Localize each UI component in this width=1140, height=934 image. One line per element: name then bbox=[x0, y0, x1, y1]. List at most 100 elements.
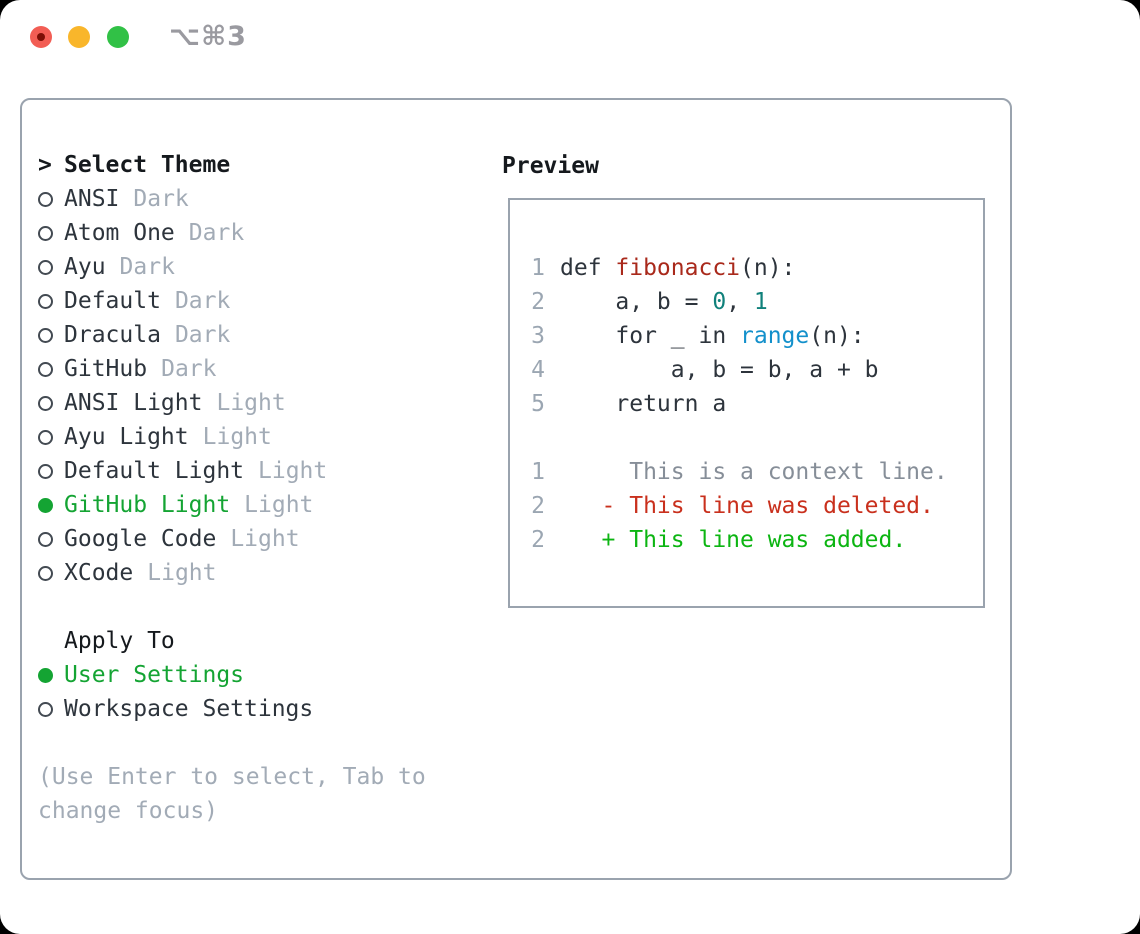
theme-variant: Dark bbox=[119, 254, 175, 280]
line-number: 2 bbox=[531, 289, 545, 315]
radio-icon bbox=[38, 327, 53, 343]
code-token: (n): bbox=[740, 255, 796, 281]
code-text: def fibonacci(n): bbox=[560, 255, 795, 281]
theme-name: Ayu bbox=[64, 254, 106, 280]
code-text: for _ in range(n): bbox=[560, 323, 865, 349]
code-token: a, b = bbox=[560, 289, 713, 315]
theme-variant: Dark bbox=[161, 356, 217, 382]
line-number: 3 bbox=[531, 323, 545, 349]
apply-option-label: User Settings bbox=[64, 662, 245, 688]
theme-name: XCode bbox=[64, 560, 134, 586]
theme-name: Google Code bbox=[64, 526, 217, 552]
code-line-4: 4 a, b = b, a + b bbox=[531, 353, 983, 387]
apply-option-workspace-settings[interactable]: Workspace Settings bbox=[38, 692, 484, 726]
theme-variant: Light bbox=[216, 390, 286, 416]
theme-name: GitHub Light bbox=[64, 492, 231, 518]
theme-name: Default bbox=[64, 288, 161, 314]
apply-to-header: Apply To bbox=[64, 628, 175, 654]
radio-icon bbox=[38, 225, 53, 241]
theme-option-github-light[interactable]: GitHub Light Light bbox=[38, 488, 484, 522]
code-token: - This line was deleted. bbox=[560, 493, 934, 519]
radio-icon bbox=[38, 565, 53, 581]
theme-variant: Dark bbox=[188, 220, 245, 246]
theme-name: Ayu Light bbox=[64, 424, 189, 450]
section-gap bbox=[38, 590, 484, 624]
theme-option-ansi-light[interactable]: ANSI Light Light bbox=[38, 386, 484, 420]
code-token: fibonacci bbox=[615, 255, 741, 281]
keyboard-hint: (Use Enter to select, Tab to change focu… bbox=[38, 764, 426, 824]
code-token: , bbox=[726, 289, 754, 315]
code-token: for _ in bbox=[560, 323, 741, 349]
theme-name: ANSI Light bbox=[64, 390, 203, 416]
code-token: a, b = b, a + b bbox=[560, 357, 879, 383]
theme-variant: Light bbox=[258, 458, 328, 484]
theme-name: GitHub bbox=[64, 356, 148, 382]
minimize-button[interactable] bbox=[68, 26, 90, 48]
code-token: 0 bbox=[712, 289, 727, 315]
select-theme-title: Select Theme bbox=[64, 152, 231, 178]
radio-selected-icon bbox=[38, 497, 53, 513]
line-number: 1 bbox=[531, 255, 545, 281]
select-theme-header: >Select Theme bbox=[38, 148, 484, 182]
code-line-8: 2 - This line was deleted. bbox=[531, 489, 983, 523]
theme-option-default-light[interactable]: Default Light Light bbox=[38, 454, 484, 488]
theme-name: Default Light bbox=[64, 458, 245, 484]
apply-option-user-settings[interactable]: User Settings bbox=[38, 658, 484, 692]
line-number: 4 bbox=[531, 357, 545, 383]
theme-name: Atom One bbox=[64, 220, 175, 246]
theme-variant: Light bbox=[147, 560, 217, 586]
theme-option-github[interactable]: GitHub Dark bbox=[38, 352, 484, 386]
code-token: This is a context line. bbox=[560, 459, 948, 485]
line-number: 5 bbox=[531, 391, 545, 417]
theme-variant: Light bbox=[244, 492, 314, 518]
radio-icon bbox=[38, 429, 53, 445]
code-text: This is a context line. bbox=[560, 459, 948, 485]
code-line-9: 2 + This line was added. bbox=[531, 523, 983, 557]
radio-icon bbox=[38, 293, 53, 309]
code-text: - This line was deleted. bbox=[560, 493, 934, 519]
theme-option-ayu[interactable]: Ayu Dark bbox=[38, 250, 484, 284]
theme-option-xcode[interactable]: XCode Light bbox=[38, 556, 484, 590]
line-number: 1 bbox=[531, 459, 545, 485]
window-title-shortcut: ⌥⌘3 bbox=[169, 21, 247, 52]
theme-option-atom-one[interactable]: Atom One Dark bbox=[38, 216, 484, 250]
preview-title: Preview bbox=[502, 153, 599, 179]
code-token: + This line was added. bbox=[560, 527, 907, 553]
code-text: + This line was added. bbox=[560, 527, 907, 553]
code-token: range bbox=[740, 323, 810, 349]
theme-variant: Dark bbox=[133, 186, 189, 212]
theme-option-ayu-light[interactable]: Ayu Light Light bbox=[38, 420, 484, 454]
code-line-5: 5 return a bbox=[531, 387, 983, 421]
radio-icon bbox=[38, 531, 53, 547]
theme-variant: Light bbox=[202, 424, 272, 450]
line-number: 2 bbox=[531, 527, 545, 553]
zoom-button[interactable] bbox=[107, 26, 129, 48]
radio-icon bbox=[38, 701, 53, 717]
code-line-blank bbox=[531, 421, 983, 455]
code-text: a, b = 0, 1 bbox=[560, 289, 768, 315]
code-line-3: 3 for _ in range(n): bbox=[531, 319, 983, 353]
radio-icon bbox=[38, 395, 53, 411]
close-button[interactable] bbox=[30, 26, 52, 48]
code-token: 1 bbox=[753, 289, 768, 315]
code-line-7: 1 This is a context line. bbox=[531, 455, 983, 489]
code-token: (n): bbox=[809, 323, 865, 349]
code-line-2: 2 a, b = 0, 1 bbox=[531, 285, 983, 319]
code-token: return a bbox=[560, 391, 727, 417]
radio-selected-icon bbox=[38, 667, 53, 683]
theme-variant: Dark bbox=[174, 322, 231, 348]
radio-icon bbox=[38, 259, 53, 275]
radio-icon bbox=[38, 191, 53, 207]
code-line-1: 1 def fibonacci(n): bbox=[531, 251, 983, 285]
radio-icon bbox=[38, 463, 53, 479]
code-text: a, b = b, a + b bbox=[560, 357, 879, 383]
code-text: return a bbox=[560, 391, 726, 417]
